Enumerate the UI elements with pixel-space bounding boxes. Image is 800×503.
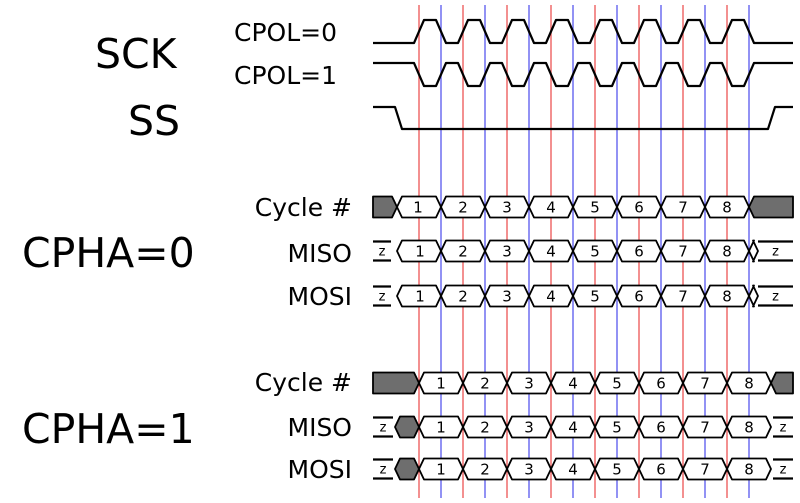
cpha1-cycle-label-3: 3 (524, 375, 534, 393)
cpha0-cycle-label-3: 3 (502, 199, 512, 217)
cpha0-miso-bit-label-7: 7 (678, 243, 688, 261)
cpha0-mosi-bit-label-8: 8 (722, 288, 732, 306)
cpha1-miso-bit-label-6: 6 (656, 419, 666, 437)
cpha1-miso-undefined (394, 415, 420, 439)
cpha0-cycle-label-5: 5 (590, 199, 600, 217)
cpha1-mosi-hiz-end-label: z (780, 463, 787, 478)
cpha1-cycle-label-4: 4 (568, 375, 578, 393)
waveforms: 1 2 3 4 5 6 7 8 z 1 2 3 4 5 6 7 8 z z 1 2 3 4 5 6 7 8 z 1 2 3 4 5 6 7 8 z 1 2 3… (372, 18, 794, 481)
cpha1-mosi-bit-label-7: 7 (700, 461, 710, 479)
cpha1-label: CPHA=1 (22, 405, 195, 453)
cpha1-mosi-bit-label-8: 8 (744, 461, 754, 479)
ss-label: SS (128, 97, 180, 145)
cpha0-miso-bit-label-4: 4 (546, 243, 556, 261)
cpol0-label: CPOL=0 (234, 18, 337, 47)
sck-label: SCK (95, 30, 178, 78)
sck-cpol1-wave (373, 61, 793, 88)
cpha0-mosi-bit-label-7: 7 (678, 288, 688, 306)
cpha0-cycle-undefined-end (748, 195, 794, 219)
cpha1-cycle-label-2: 2 (480, 375, 490, 393)
cpol1-label: CPOL=1 (234, 61, 337, 90)
cpha0-mosi-tail (748, 284, 759, 308)
cpha1-mosi-bit-label-5: 5 (612, 461, 622, 479)
sck-cpol0-wave (373, 18, 793, 45)
cpha1-cycle-label-5: 5 (612, 375, 622, 393)
cycle-label-cpha0: Cycle # (255, 193, 352, 222)
cpha1-miso-hiz-end-label: z (780, 421, 787, 436)
cpha1-cycle-label-6: 6 (656, 375, 666, 393)
cpha1-miso-bit-label-3: 3 (524, 419, 534, 437)
miso-label-cpha1: MISO (288, 413, 353, 442)
cpha0-miso-bit-label-6: 6 (634, 243, 644, 261)
cycle-label-cpha1: Cycle # (255, 368, 352, 397)
cpha0-mosi-bit-label-5: 5 (590, 288, 600, 306)
cpha0-mosi-bit-label-4: 4 (546, 288, 556, 306)
cpha1-mosi-bit-label-6: 6 (656, 461, 666, 479)
cpha0-mosi-bit-label-1: 1 (415, 288, 425, 306)
cpha1-miso-bit-label-8: 8 (744, 419, 754, 437)
cpha0-mosi-bit-label-3: 3 (502, 288, 512, 306)
cpha0-miso-bit-label-5: 5 (590, 243, 600, 261)
cpha1-cycle-undefined-end (770, 371, 794, 395)
cpha1-miso-bit-label-2: 2 (480, 419, 490, 437)
mosi-label-cpha0: MOSI (288, 282, 353, 311)
signal-labels: SCK SS CPOL=0 CPOL=1 CPHA=0 CPHA=1 Cycle… (22, 18, 352, 484)
cpha1-miso-bit-8 (726, 415, 772, 439)
cpha0-cycle-label-1: 1 (413, 199, 423, 217)
cpha0-miso-bit-label-1: 1 (415, 243, 425, 261)
cpha1-miso-bit-label-7: 7 (700, 419, 710, 437)
cpha1-mosi-undefined (394, 457, 420, 481)
cpha1-cycle-undefined-start (372, 371, 420, 395)
cpha1-cycle-label-7: 7 (700, 375, 710, 393)
cpha0-mosi-hiz-end-label: z (772, 290, 779, 305)
cpha0-cycle-label-6: 6 (634, 199, 644, 217)
cpha1-cycle-label-8: 8 (744, 375, 754, 393)
cpha1-miso-bit-label-5: 5 (612, 419, 622, 437)
cpha0-cycle-label-4: 4 (546, 199, 556, 217)
cpha1-cycle-label-1: 1 (436, 375, 446, 393)
cpha0-miso-hiz-start-label: z (379, 245, 386, 260)
cpha1-mosi-bit-label-1: 1 (436, 461, 446, 479)
cpha0-cycle-label-8: 8 (722, 199, 732, 217)
cpha1-miso-bit-label-4: 4 (568, 419, 578, 437)
miso-label-cpha0: MISO (288, 239, 353, 268)
cpha1-mosi-bit-label-4: 4 (568, 461, 578, 479)
mosi-label-cpha1: MOSI (288, 455, 353, 484)
cpha0-mosi-bit-label-6: 6 (634, 288, 644, 306)
cpha0-cycle-label-7: 7 (678, 199, 688, 217)
cpha0-miso-bit-label-8: 8 (722, 243, 732, 261)
cpha1-mosi-bit-label-2: 2 (480, 461, 490, 479)
cpha1-miso-bit-label-1: 1 (436, 419, 446, 437)
cpha0-mosi-bit-label-2: 2 (458, 288, 468, 306)
cpha0-miso-hiz-end-label: z (772, 245, 779, 260)
cpha0-cycle-undefined-start (372, 195, 398, 219)
cpha0-miso-bit-label-2: 2 (458, 243, 468, 261)
cpha0-miso-tail (748, 239, 759, 263)
cpha0-label: CPHA=0 (22, 229, 195, 277)
cpha1-mosi-hiz-start-label: z (380, 463, 387, 478)
cpha1-miso-hiz-start-label: z (380, 421, 387, 436)
cpha0-miso-bit-label-3: 3 (502, 243, 512, 261)
cpha0-cycle-label-2: 2 (458, 199, 468, 217)
ss-wave (373, 105, 793, 131)
cpha1-mosi-bit-label-3: 3 (524, 461, 534, 479)
cpha0-mosi-hiz-start-label: z (379, 290, 386, 305)
cpha1-mosi-bit-8 (726, 457, 772, 481)
